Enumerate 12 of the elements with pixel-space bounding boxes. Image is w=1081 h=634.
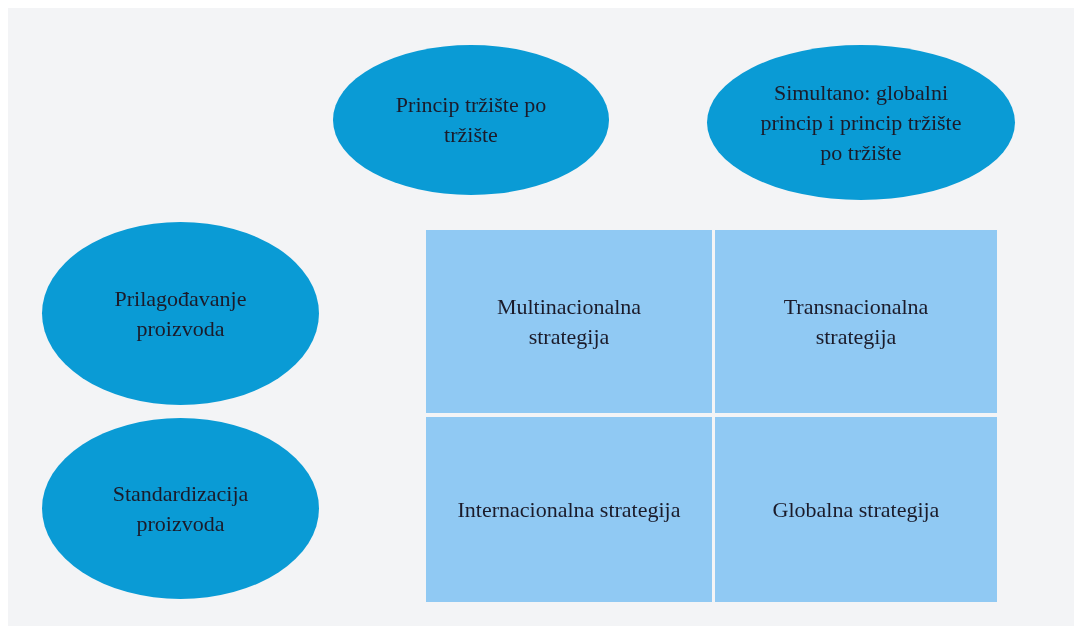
node-label: Simultano: globalni princip i princip tržište po tržište [759, 78, 963, 167]
node-label: Prilagođavanje proizvoda [113, 284, 248, 343]
node-label: Multinacionalna strategija [495, 292, 643, 351]
node-label: Transnacionalna strategija [782, 292, 930, 351]
grid-cell [426, 417, 712, 602]
node-label: Princip tržište po tržište [394, 91, 548, 149]
node-label: Standardizacija proizvoda [111, 479, 250, 538]
grid-cell [426, 230, 712, 413]
node-label: Globalna strategija [772, 495, 940, 524]
grid-cell [715, 417, 997, 602]
node-label: Internacionalna strategija [457, 495, 681, 524]
grid-cell [715, 230, 997, 413]
